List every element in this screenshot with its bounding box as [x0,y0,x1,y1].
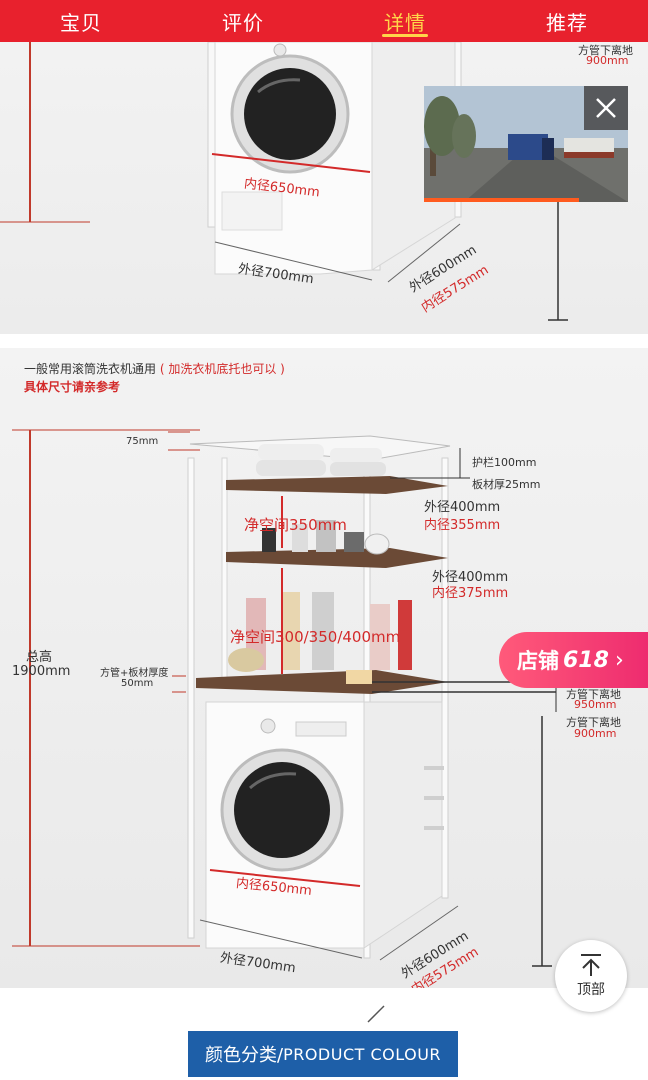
board-thickness-label: 板材厚25mm [472,478,541,491]
banner-en-label: PRODUCT COLOUR [283,1044,442,1064]
heading-note: ( 加洗衣机底托也可以 ) [159,362,285,376]
store-promo-number: 618 [563,647,609,673]
tab-xiangqing[interactable]: 详情 [324,0,486,42]
top-tab-bar: 宝贝 评价 详情 推荐 [0,0,648,42]
close-video-button[interactable] [584,86,628,130]
close-icon [596,98,616,118]
tab-label: 详情 [384,10,426,35]
pipe-ground-1-label: 方管下离地 [566,688,621,701]
clear-space-1-label: 净空间350mm [244,516,347,534]
clear-space-2-label: 净空间300/350/400mm [230,628,401,646]
product-colour-banner: 颜色分类/ PRODUCT COLOUR [188,1031,458,1077]
tube-board-value: 50mm [121,678,154,689]
back-to-top-label: 顶部 [577,982,605,998]
total-height-value: 1900mm [12,664,71,679]
rail-height-label: 护栏100mm [472,456,537,469]
tube-board-label: 方管+板材厚度 [100,668,169,679]
banner-cn-label: 颜色分类/ [204,1045,284,1066]
store-label: 店铺 [517,649,559,673]
washer-illustration-1 [0,42,568,321]
rack-subheading: 具体尺寸请亲参考 [24,380,121,394]
tab-pingjia[interactable]: 评价 [162,0,324,42]
tab-label: 宝贝 [60,10,102,35]
store-button[interactable]: 店铺 618 › [499,632,648,688]
pipe-ground-1-value: 950mm [574,698,617,711]
pipe-ground-label: 方管下离地 [578,44,633,57]
back-to-top-button[interactable]: 顶部 [555,940,627,1012]
tab-label: 推荐 [546,10,588,35]
shelf1-outer-label: 外径400mm [424,500,501,515]
video-frame [424,86,628,202]
heading-text: 一般常用滚筒洗衣机通用 [24,362,157,376]
arrow-up-bar-icon [581,954,601,976]
tab-label: 评价 [222,10,264,35]
total-height-label: 总高 [26,650,53,665]
video-thumbnail[interactable] [424,86,628,202]
tab-baobei[interactable]: 宝贝 [0,0,162,42]
pipe-ground-2-label: 方管下离地 [566,716,621,729]
video-progress-bar [424,198,580,202]
chevron-right-icon: › [614,647,624,673]
top-gap-label: 75mm [126,436,159,447]
shelf1-inner-label: 内径355mm [424,518,501,533]
rack-illustration [12,429,560,967]
shelf2-outer-label: 外径400mm [432,570,509,585]
tab-tuijian[interactable]: 推荐 [486,0,648,42]
shelf2-inner-label: 内径375mm [432,586,509,601]
decorative-stroke [367,1005,385,1023]
pipe-ground-value: 900mm [586,54,629,67]
pipe-ground-2-value: 900mm [574,727,617,740]
rack-heading: 一般常用滚筒洗衣机通用 ( 加洗衣机底托也可以 ) [24,360,285,377]
image-gap [0,334,648,348]
